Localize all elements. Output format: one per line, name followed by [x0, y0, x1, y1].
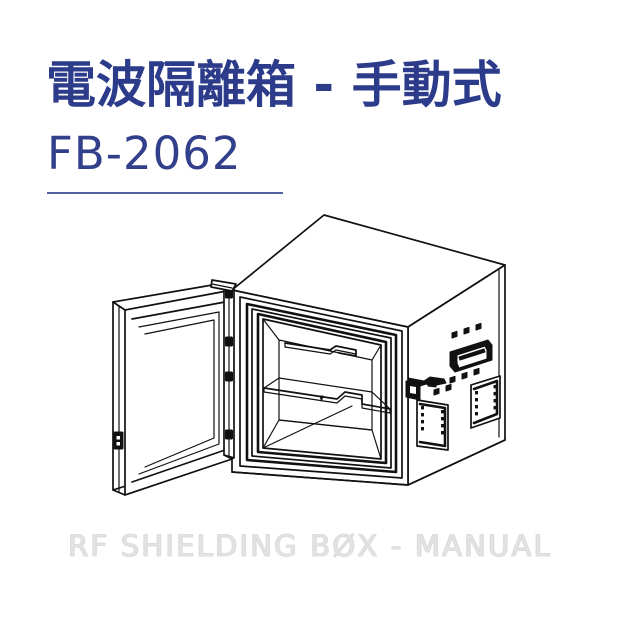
- vent-dots: [449, 322, 482, 384]
- front-latch: [405, 376, 452, 401]
- title-divider: [47, 192, 283, 194]
- open-door-panel: [112, 282, 233, 496]
- enclosure-body: [231, 214, 506, 486]
- model-number: FB-2062: [47, 127, 242, 180]
- enclosure-interior: [262, 318, 391, 460]
- side-handle: [449, 339, 493, 373]
- door-gasket-frame: [239, 296, 403, 479]
- connector-panel-side: [470, 375, 501, 429]
- watermark: RF SHIELDING BØX - MANUAL: [0, 528, 620, 564]
- interior-bracket: [284, 342, 357, 357]
- door-hinge: [210, 279, 237, 459]
- watermark-text: RF SHIELDING BØX - MANUAL: [68, 528, 552, 563]
- internal-shelf: [263, 377, 391, 414]
- door-latch-clip: [113, 431, 124, 450]
- page-title: 電波隔離箱 - 手動式: [46, 56, 502, 114]
- connector-panel-front: [416, 399, 449, 451]
